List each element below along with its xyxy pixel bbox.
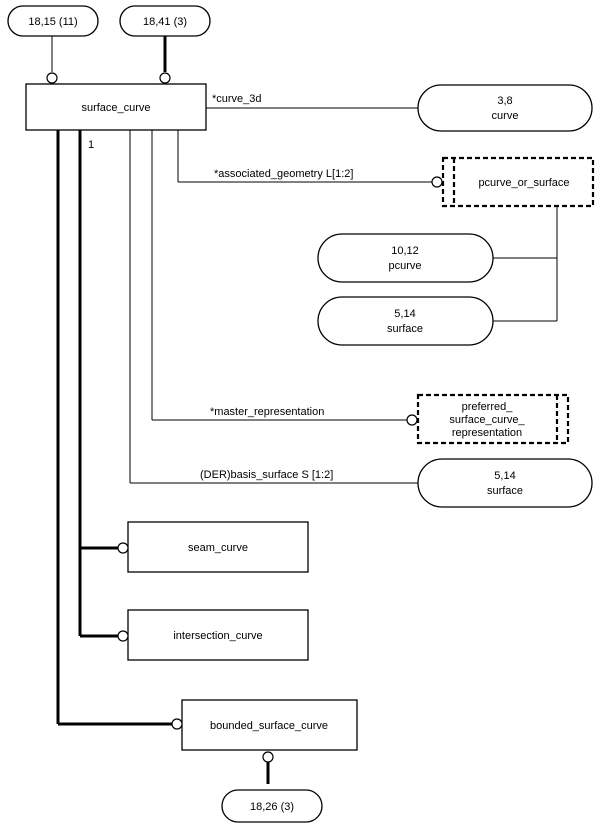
end-circle-intersection-curve: [117, 630, 129, 642]
end-circle-master-representation: [406, 414, 418, 426]
attr-master-representation-label: *master_representation: [210, 406, 324, 418]
ref-capsule-bottom: [221, 789, 323, 823]
select-pcurve-or-surface-label: pcurve_or_surface: [478, 177, 569, 189]
connector-lines: [51, 36, 558, 784]
end-circle-bounded-to-ref: [262, 751, 274, 763]
capsule-pcurve-ref: 10,12: [391, 245, 419, 257]
type-preferred-line-1: preferred_: [462, 401, 514, 413]
end-circle-bounded-surface-curve: [171, 718, 183, 730]
end-circle-seam-curve: [117, 542, 129, 554]
type-preferred-line-3: representation: [452, 427, 522, 439]
capsule-surface-name: surface: [387, 323, 423, 335]
entity-intersection-curve: [127, 609, 309, 661]
entity-surface-curve: [25, 83, 207, 131]
capsule-basis-surface-ref: 5,14: [494, 470, 515, 482]
type-preferred-surface-curve-representation: [416, 393, 570, 445]
entity-intersection-curve-label: intersection_curve: [173, 630, 262, 642]
capsule-curve-ref: 3,8: [497, 95, 512, 107]
entity-surface-curve-label: surface_curve: [81, 102, 150, 114]
entity-bounded-surface-curve-label: bounded_surface_curve: [210, 720, 328, 732]
select-pcurve-or-surface: [441, 156, 595, 208]
attr-curve-3d-label: *curve_3d: [212, 93, 262, 105]
attr-basis-surface-label: (DER)basis_surface S [1:2]: [200, 469, 333, 481]
ref-bottom-label: 18,26 (3): [250, 801, 294, 813]
ref-capsule-top-right: [119, 5, 211, 37]
capsule-curve-name: curve: [492, 110, 519, 122]
entity-seam-curve: [127, 521, 309, 573]
attr-associated-geometry-label: *associated_geometry L[1:2]: [214, 168, 353, 180]
end-circle-associated-geometry: [431, 176, 443, 188]
ref-capsule-top-left: [7, 5, 99, 37]
capsule-pcurve-name: pcurve: [388, 260, 421, 272]
capsule-basis-surface-name: surface: [487, 485, 523, 497]
type-preferred-line-2: surface_curve_: [449, 414, 525, 426]
relationship-end-circles: [46, 72, 443, 763]
end-circle-top-left: [46, 72, 58, 84]
capsule-pcurve: [317, 233, 494, 283]
cardinality-one-label: 1: [88, 139, 94, 151]
end-circle-top-right: [159, 72, 171, 84]
capsule-curve: [417, 84, 593, 132]
capsule-surface: [317, 296, 494, 346]
capsule-surface-ref: 5,14: [394, 308, 415, 320]
entity-bounded-surface-curve: [181, 699, 358, 751]
ref-top-right-label: 18,41 (3): [143, 16, 187, 28]
entity-seam-curve-label: seam_curve: [188, 542, 248, 554]
ref-top-left-label: 18,15 (11): [28, 16, 77, 28]
capsule-basis-surface: [417, 458, 593, 508]
